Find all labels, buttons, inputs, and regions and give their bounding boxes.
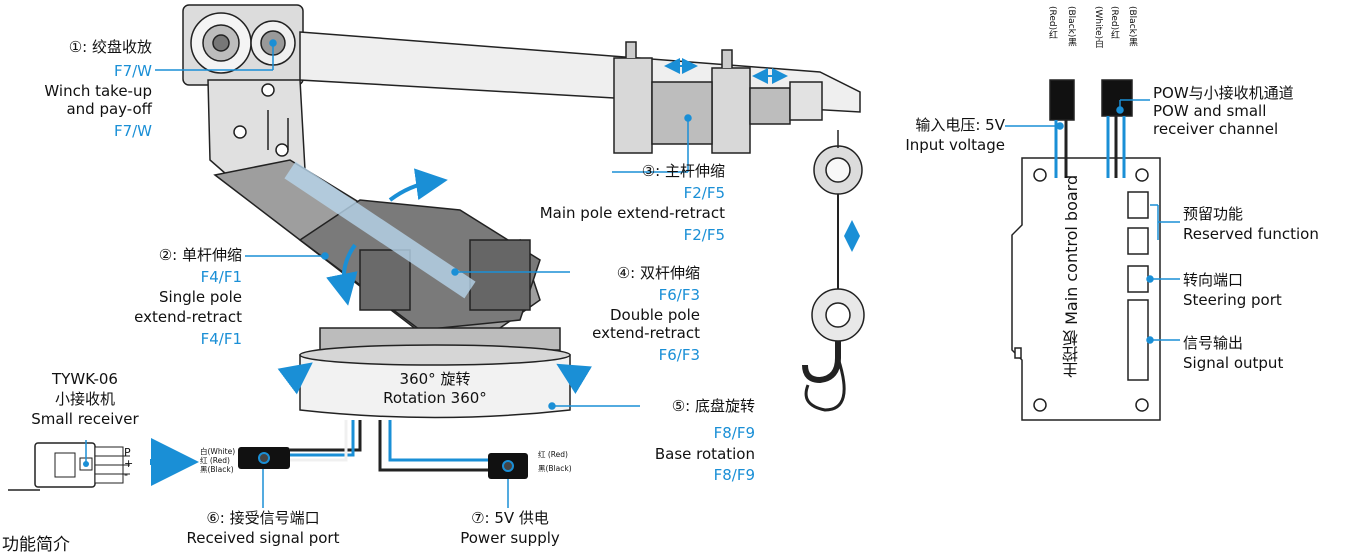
double-en-2: extend-retract [592, 324, 700, 342]
motion-arrows [277, 58, 860, 395]
reserved-cn: 预留功能 [1183, 205, 1244, 223]
signal-port-en: Received signal port [186, 529, 340, 547]
winch-en-2: and pay-off [66, 100, 152, 118]
rotation-cn: 360° 旋转 [399, 370, 471, 388]
power-black-label: 黑(Black) [538, 464, 572, 473]
main-control-board [1011, 79, 1161, 421]
main-pole-en: Main pole extend-retract [539, 204, 725, 222]
winch-cn: ①: 绞盘收放 [68, 38, 152, 56]
wire-black-label: 黑(Black) [200, 465, 234, 474]
wire-white-label: 白(White) [200, 447, 236, 456]
power-red-label: 红 (Red) [538, 450, 568, 459]
main-pole-code-2: F2/F5 [683, 226, 725, 244]
wire-red-label: 红 (Red) [200, 456, 230, 465]
base-en: Base rotation [654, 445, 755, 463]
signal-output-cn: 信号输出 [1183, 334, 1244, 352]
single-code-2: F4/F1 [200, 330, 242, 348]
board-callouts [1005, 99, 1180, 344]
single-en-2: extend-retract [134, 308, 242, 326]
footer-partial-title: 功能简介 [2, 535, 70, 555]
single-cn: ②: 单杆伸缩 [158, 246, 242, 264]
wire-label-3: (White)白 [1093, 6, 1103, 49]
winch-code-2: F7/W [113, 122, 152, 140]
double-code-2: F6/F3 [658, 346, 700, 364]
wire-label-1: (Red)红 [1047, 6, 1057, 40]
wire-label-2: (Black)黑 [1066, 6, 1076, 47]
reserved-en: Reserved function [1183, 225, 1319, 243]
board-wires [1054, 116, 1126, 178]
double-cn: ④: 双杆伸缩 [616, 264, 700, 282]
wire-label-5: (Black)黑 [1127, 6, 1137, 47]
double-code: F6/F3 [658, 286, 700, 304]
single-en-1: Single pole [159, 288, 242, 306]
signal-port-cn: ⑥: 接受信号端口 [206, 509, 320, 527]
single-code: F4/F1 [200, 268, 242, 286]
wire-label-4: (Red)红 [1109, 6, 1119, 40]
double-en-1: Double pole [609, 306, 700, 324]
base-code-2: F8/F9 [713, 466, 755, 484]
base-cn: ⑤: 底盘旋转 [671, 397, 755, 415]
power-en: Power supply [460, 529, 560, 547]
main-pole-code: F2/F5 [683, 184, 725, 202]
base-code: F8/F9 [713, 424, 755, 442]
main-pole-cn: ③: 主杆伸缩 [641, 162, 725, 180]
winch-code: F7/W [113, 62, 152, 80]
steering-en: Steering port [1183, 291, 1282, 309]
pow-channel-en-2: receiver channel [1153, 120, 1279, 138]
cables [290, 420, 490, 472]
power-cn: ⑦: 5V 供电 [471, 509, 549, 527]
receiver-model: TYWK-06 [52, 370, 118, 388]
receiver-cn: 小接收机 [54, 390, 115, 408]
signal-output-en: Signal output [1183, 354, 1284, 372]
rotation-en: Rotation 360° [383, 389, 487, 407]
pow-channel-en-1: POW and small [1153, 102, 1267, 120]
receiver-en: Small receiver [31, 410, 139, 428]
input-voltage-cn: 输入电压: 5V [915, 116, 1005, 134]
pin-p: P [124, 446, 131, 459]
crane-arm [182, 4, 865, 419]
small-receiver [8, 438, 199, 491]
steering-cn: 转向端口 [1183, 271, 1244, 289]
pow-channel-cn: POW与小接收机通道 [1153, 84, 1294, 102]
winch-en-1: Winch take-up [44, 82, 152, 100]
pin-plus: + [124, 457, 134, 470]
pin-minus: - [124, 468, 128, 481]
input-voltage-en: Input voltage [905, 136, 1005, 154]
board-title: 主控板 Main control board [1062, 174, 1081, 378]
